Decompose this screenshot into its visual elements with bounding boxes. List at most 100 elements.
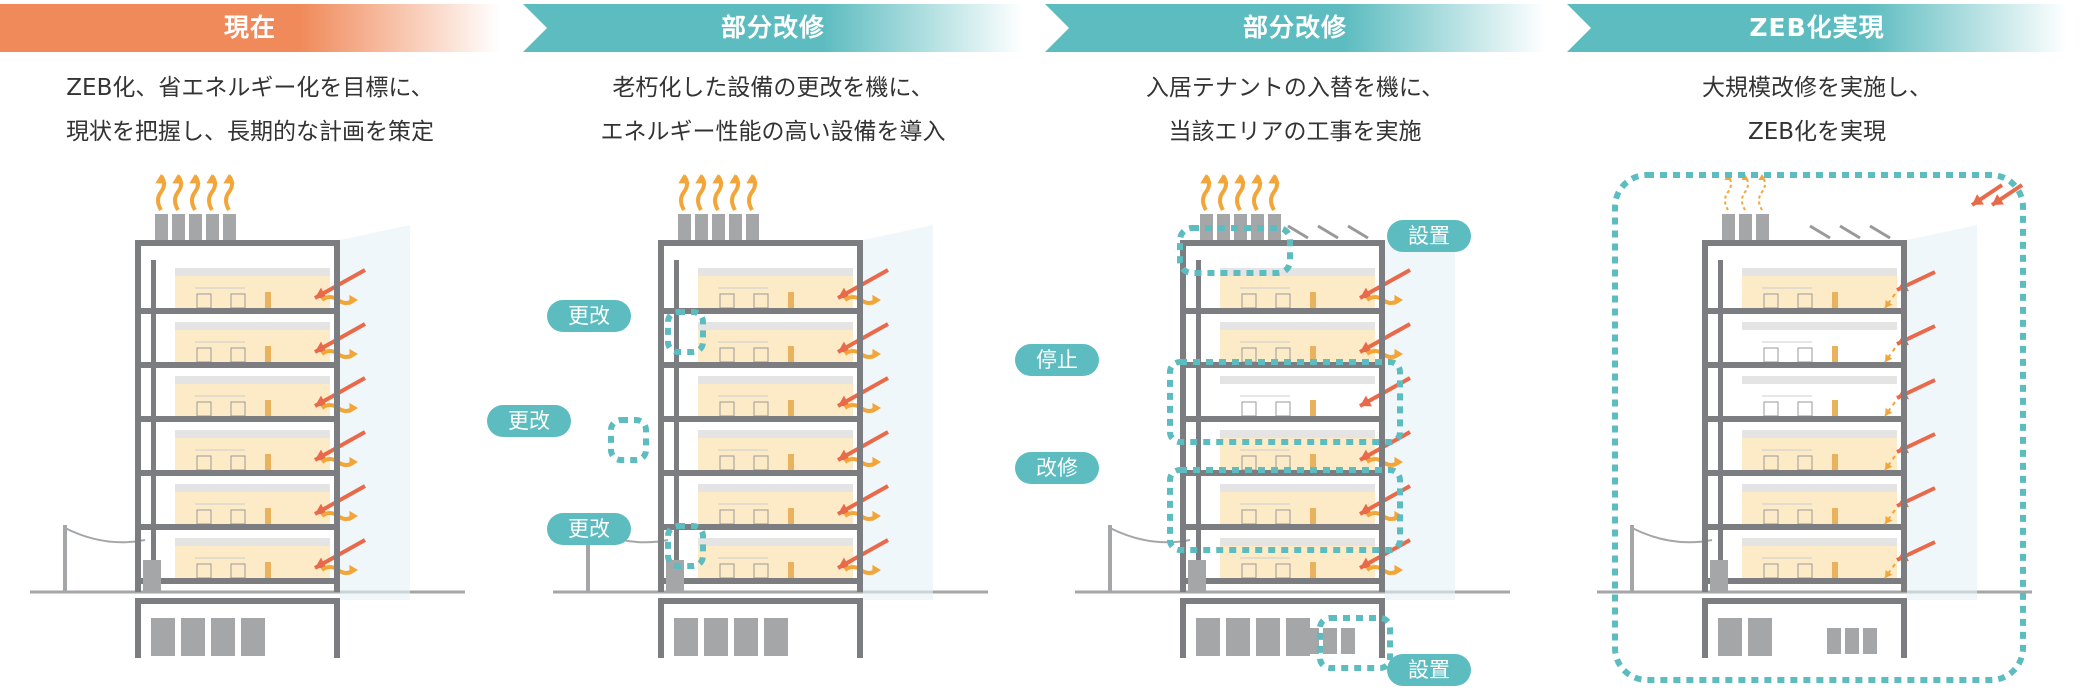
plant-icon <box>1310 400 1316 416</box>
building-column <box>1180 240 1186 592</box>
building-column <box>1901 240 1907 592</box>
ceiling-duct <box>1742 538 1897 546</box>
floor-slab <box>1702 578 1907 584</box>
sunlight-wedge <box>1907 225 1977 600</box>
rooftop-unit <box>746 214 759 240</box>
arrow-head <box>1394 348 1403 360</box>
electric-board <box>1188 560 1206 592</box>
ceiling-duct <box>698 322 853 330</box>
basement-wall <box>135 598 141 658</box>
arrow-head <box>349 564 358 576</box>
basement-equipment <box>704 618 728 656</box>
ceiling-duct <box>1220 268 1375 276</box>
basement-slab <box>1702 598 1907 604</box>
basement-slab <box>658 598 863 604</box>
arrow-head <box>1234 174 1246 184</box>
ceiling-duct <box>698 430 853 438</box>
highlight-box <box>608 417 649 463</box>
arrow-head <box>206 174 218 184</box>
arrow-head <box>315 557 327 569</box>
arrow-head <box>838 395 850 407</box>
arrow-head <box>838 287 850 299</box>
panel-header: 現在 <box>0 4 500 52</box>
rooftop-unit <box>1756 214 1769 240</box>
floor-slab <box>1180 308 1385 314</box>
ceiling-duct <box>698 538 853 546</box>
basement-wall <box>334 598 340 658</box>
arrow-head <box>315 503 327 515</box>
arrow-head <box>872 402 881 414</box>
basement-slab <box>135 598 340 604</box>
highlight-box <box>1167 359 1403 445</box>
arrow-head <box>349 510 358 522</box>
inner-column <box>151 260 156 592</box>
building-diagram <box>553 174 988 658</box>
building-column <box>658 240 664 592</box>
ceiling-duct <box>175 376 330 384</box>
arrow-head <box>1360 503 1372 515</box>
basement-equipment <box>734 618 758 656</box>
arrow-head <box>349 402 358 414</box>
rooftop-unit <box>678 214 691 240</box>
basement-equipment <box>1256 618 1280 656</box>
power-line <box>1109 527 1191 544</box>
new-equipment <box>1341 628 1355 654</box>
arrow-head <box>1394 564 1403 576</box>
plant-icon <box>788 400 794 416</box>
plant-icon <box>788 292 794 308</box>
arrow-head <box>155 174 167 184</box>
plant-icon <box>265 346 271 362</box>
solar-panel <box>1839 224 1861 240</box>
panel-header: ZEB化実現 <box>1567 4 2067 52</box>
building-diagram <box>30 174 465 658</box>
rooftop-unit <box>1739 214 1752 240</box>
plant-icon <box>1832 508 1838 524</box>
arrow-head <box>315 287 327 299</box>
arrow-head <box>1972 194 1984 205</box>
floor-slab <box>1702 470 1907 476</box>
exhaust-arrow <box>1758 175 1766 211</box>
plant-icon <box>1310 562 1316 578</box>
basement-equipment <box>764 618 788 656</box>
arrow-head <box>1885 462 1893 470</box>
ceiling-duct <box>1220 538 1375 546</box>
plant-icon <box>1310 292 1316 308</box>
arrow-head <box>1251 174 1263 184</box>
basement-wall <box>658 598 664 658</box>
ceiling-duct <box>698 484 853 492</box>
plant-icon <box>788 508 794 524</box>
plant-icon <box>1310 346 1316 362</box>
arrow-head <box>872 294 881 306</box>
inner-column <box>1718 260 1723 592</box>
basement-wall <box>1180 598 1186 658</box>
arrow-head <box>1360 395 1372 407</box>
floor-slab <box>1702 524 1907 530</box>
solar-arrow <box>1884 347 1896 363</box>
arrow-head <box>1200 174 1212 184</box>
panel-partial-renovation-equipment: 部分改修 老朽化した設備の更改を機に、 エネルギー性能の高い設備を導入 更改 更… <box>487 0 1023 699</box>
rooftop-unit <box>729 214 742 240</box>
sunlight-wedge <box>1385 225 1455 600</box>
plant-icon <box>1310 454 1316 470</box>
arrow-head <box>1885 300 1893 308</box>
rooftop-unit <box>155 214 168 240</box>
header-bar-teal-arrow <box>1045 4 1545 52</box>
basement-equipment <box>1196 618 1220 656</box>
ceiling-duct <box>1220 430 1375 438</box>
ceiling-duct <box>698 268 853 276</box>
basement-equipment <box>674 618 698 656</box>
new-equipment <box>1305 628 1319 654</box>
solar-arrow <box>1884 563 1896 579</box>
description-line-2: エネルギー性能の高い設備を導入 <box>600 119 946 145</box>
description-line-1: 老朽化した設備の更改を機に、 <box>612 75 934 101</box>
panel-description: 大規模改修を実施し、 ZEB化を実現 <box>1567 66 2067 154</box>
inner-column <box>674 260 679 592</box>
arrow-head <box>1885 354 1893 362</box>
floor-slab <box>135 308 340 314</box>
arrow-head <box>712 174 724 184</box>
rooftop-unit <box>223 214 236 240</box>
arrow-head <box>1992 194 2004 205</box>
plant-icon <box>265 292 271 308</box>
callout-install: 設置 <box>1387 220 1471 252</box>
sunlight-wedge <box>863 225 933 600</box>
